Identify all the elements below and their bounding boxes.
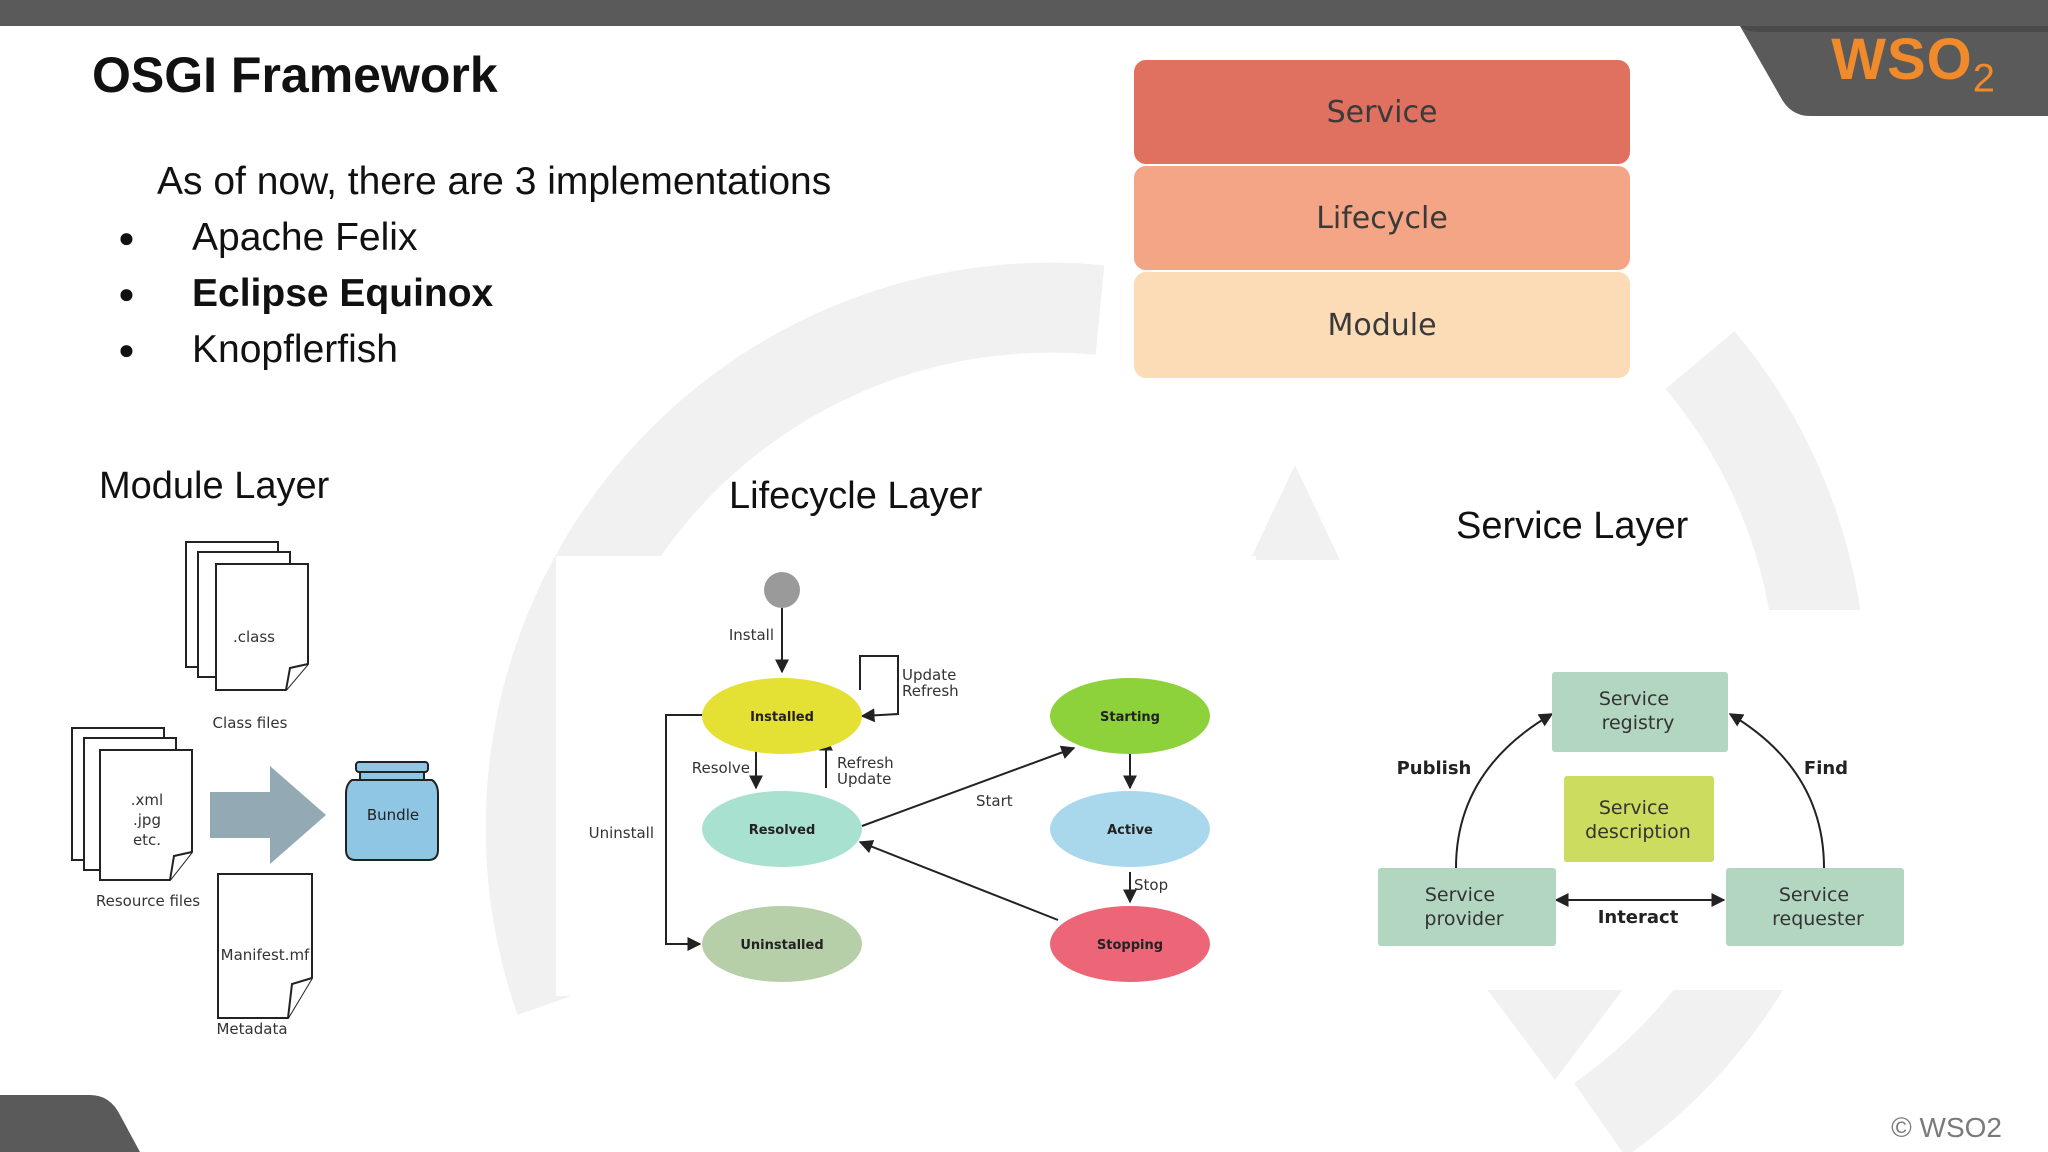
class-files-stack: .class Class files — [185, 541, 309, 732]
stack-band-module: Module — [1134, 272, 1630, 378]
bullet-dot-icon: ● — [118, 334, 135, 365]
stack-label: Service — [1326, 94, 1438, 130]
transition-label: Stop — [1134, 876, 1168, 894]
arrow-right-icon — [210, 766, 326, 864]
box-label: registry — [1602, 712, 1675, 734]
decorative-arrowhead — [1250, 465, 1340, 560]
bullet-dot-icon: ● — [118, 222, 135, 253]
state-installed: Installed — [702, 678, 862, 754]
bottom-left-tab — [0, 1095, 140, 1152]
initial-state-icon — [764, 572, 800, 608]
box-label: requester — [1772, 908, 1864, 930]
slide-title: OSGI Framework — [92, 47, 498, 103]
service-layer-diagram: Publish Find Interact Service registry S… — [1354, 610, 1934, 990]
module-layer-diagram: .class Class files .xml .jpg etc. Resour… — [71, 541, 439, 1038]
bullet-item: ● Apache Felix — [118, 216, 417, 260]
box-label: description — [1585, 821, 1691, 843]
class-files-caption: Class files — [213, 714, 288, 732]
class-doc-label: .class — [233, 628, 275, 646]
lifecycle-layer-heading: Lifecycle Layer — [729, 475, 983, 517]
bullet-text: Apache Felix — [192, 216, 418, 259]
transition-label: Update — [837, 770, 891, 788]
resource-files-caption: Resource files — [96, 892, 200, 910]
transition-label: Resolve — [692, 759, 750, 777]
resource-doc-label: .jpg — [133, 811, 161, 829]
module-layer-heading: Module Layer — [99, 465, 330, 507]
stack-label: Lifecycle — [1316, 200, 1448, 236]
find-label: Find — [1804, 758, 1848, 779]
uninstall-transition — [665, 714, 708, 951]
stack-band-lifecycle: Lifecycle — [1134, 166, 1630, 270]
box-label: Service — [1599, 688, 1669, 710]
resource-files-stack: .xml .jpg etc. Resource files — [71, 727, 200, 910]
bullet-dot-icon: ● — [118, 278, 135, 309]
box-label: Service — [1425, 884, 1495, 906]
state-label: Starting — [1100, 710, 1160, 725]
bundle-jar-icon: Bundle — [345, 761, 439, 861]
publish-label: Publish — [1397, 758, 1472, 779]
state-label: Installed — [750, 710, 814, 725]
stack-label: Module — [1327, 307, 1437, 343]
transition-label: Start — [976, 792, 1013, 810]
bundle-label: Bundle — [367, 806, 419, 824]
interact-label: Interact — [1598, 907, 1679, 928]
box-label: Service — [1599, 797, 1669, 819]
wso2-logo: WSO2 — [1831, 26, 1996, 102]
service-layer-heading: Service Layer — [1456, 505, 1689, 547]
lifecycle-state-diagram: Install Update Refresh Resolve Refresh U… — [556, 556, 1256, 996]
state-label: Resolved — [749, 823, 816, 838]
top-bar — [0, 0, 2048, 26]
bullet-item: ● Knopflerfish — [118, 328, 398, 372]
intro-text: As of now, there are 3 implementations — [157, 160, 832, 203]
copyright-text: © WSO2 — [1891, 1112, 2002, 1143]
logo-tab — [1740, 26, 2048, 116]
transition-label: Refresh — [902, 682, 959, 700]
stack-band-service: Service — [1134, 60, 1630, 164]
update-refresh-loop — [859, 655, 899, 723]
bullet-item: ● Eclipse Equinox — [118, 272, 493, 316]
logo-text: WSO — [1831, 27, 1973, 92]
service-registry-box: Service registry — [1552, 672, 1728, 752]
state-stopping: Stopping — [1050, 906, 1210, 982]
stopped-transition — [858, 840, 1059, 921]
bullet-text: Knopflerfish — [192, 328, 398, 371]
state-label: Active — [1107, 823, 1153, 838]
transition-label: Install — [729, 626, 774, 644]
start-transition — [861, 745, 1076, 827]
resource-doc-label: .xml — [131, 791, 163, 809]
box-label: provider — [1424, 908, 1503, 930]
resource-doc-label: etc. — [133, 831, 161, 849]
transition-label: Update — [902, 666, 956, 684]
manifest-doc-label: Manifest.mf — [221, 946, 310, 964]
state-starting: Starting — [1050, 678, 1210, 754]
state-active: Active — [1050, 791, 1210, 867]
manifest-file: Manifest.mf Metadata — [216, 873, 313, 1038]
service-description-box: Service description — [1564, 776, 1714, 862]
transition-label: Uninstall — [589, 824, 654, 842]
state-uninstalled: Uninstalled — [702, 906, 862, 982]
metadata-caption: Metadata — [216, 1020, 287, 1038]
logo-subscript: 2 — [1972, 56, 1996, 101]
state-resolved: Resolved — [702, 791, 862, 867]
publish-arrow — [1455, 713, 1554, 869]
find-arrow — [1728, 713, 1825, 869]
decorative-arrowhead — [1480, 980, 1630, 1080]
service-provider-box: Service provider — [1378, 868, 1556, 946]
bullet-text: Eclipse Equinox — [192, 272, 494, 315]
box-label: Service — [1779, 884, 1849, 906]
service-requester-box: Service requester — [1726, 868, 1904, 946]
transition-label: Refresh — [837, 754, 894, 772]
state-label: Stopping — [1097, 938, 1163, 953]
state-label: Uninstalled — [740, 938, 823, 953]
